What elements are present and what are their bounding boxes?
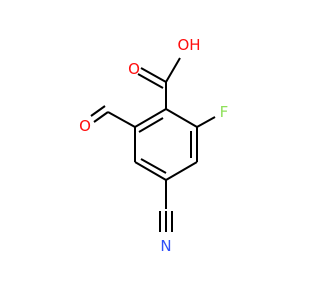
molecule-structure: O OH O F N	[79, 36, 228, 255]
bonds	[90, 57, 216, 232]
molecule-canvas: O OH O F N	[79, 36, 228, 255]
ring-bond-c3-c4-inner	[140, 158, 167, 174]
oxygen-carbonyl-label: O	[128, 60, 140, 78]
fluorine-label: F	[220, 103, 229, 121]
hydroxyl-label: OH	[177, 36, 200, 54]
bond-c2-cho	[107, 111, 136, 128]
bond-cho-o-double-b	[90, 105, 106, 117]
ring-bond-c6-c1	[165, 108, 198, 128]
ring-bond-c1-c2	[134, 108, 167, 128]
bond-carboxyl-oh	[165, 57, 181, 83]
bond-carboxyl-o-double-a	[140, 67, 167, 83]
atom-labels: O OH O F N	[79, 36, 228, 255]
bond-c6-f	[196, 116, 216, 128]
bond-carboxyl-o-double-b	[137, 73, 164, 89]
nitrogen-label: N	[160, 237, 171, 255]
ring-bond-c1-c2-inner	[138, 117, 164, 133]
bond-cho-o-double-a	[93, 111, 109, 123]
oxygen-aldehyde-label: O	[79, 117, 91, 135]
ring-bond-c4-c5	[165, 161, 198, 181]
ring-bond-c3-c4	[134, 161, 167, 181]
